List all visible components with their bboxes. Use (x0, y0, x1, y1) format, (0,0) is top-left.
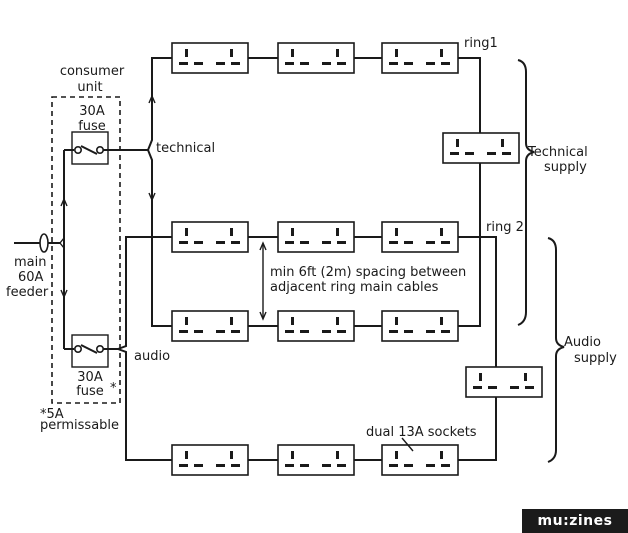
technical-supply-label-2: supply (544, 160, 587, 175)
socket-r2-6 (381, 444, 459, 476)
spacing-note-line-1: min 6ft (2m) spacing between (270, 265, 466, 280)
ring2-label: ring 2 (486, 220, 524, 235)
main-feeder (14, 150, 68, 349)
feeder-label-1: main (14, 255, 46, 270)
audio-label: audio (134, 349, 170, 364)
ring2-circuit (117, 236, 497, 461)
spacing-arrow (259, 241, 267, 321)
muzines-logo: mu:zines (522, 509, 628, 533)
fuse-technical (64, 131, 148, 165)
socket-r1-4 (171, 310, 249, 342)
socket-r1-3 (381, 42, 459, 74)
socket-r2-3 (381, 221, 459, 253)
fuse-bottom-label: fuse (76, 384, 104, 399)
fuse-top-label: fuse (78, 119, 106, 134)
consumer-unit-label-2: unit (77, 80, 102, 95)
audio-supply-label-2: supply (574, 351, 617, 366)
socket-r1-6 (381, 310, 459, 342)
consumer-unit-label-1: consumer (60, 64, 125, 79)
audio-supply-brace (547, 237, 565, 463)
sockets-label: dual 13A sockets (366, 425, 477, 440)
socket-r2-5 (277, 444, 355, 476)
socket-r2-4 (171, 444, 249, 476)
spacing-note-line-2: adjacent ring main cables (270, 280, 439, 295)
feeder-label-3: feeder (6, 285, 49, 300)
socket-r2-1 (171, 221, 249, 253)
socket-r1-5 (277, 310, 355, 342)
audio-supply-label-1: Audio (564, 335, 601, 350)
socket-r1-2 (277, 42, 355, 74)
footnote-line-1: *5A (40, 407, 64, 422)
fuse-top-rating: 30A (79, 104, 105, 119)
fuse-audio (64, 334, 118, 368)
fuse-bottom-rating: 30A (77, 370, 103, 385)
consumer-unit-box (51, 96, 121, 404)
technical-supply-label-1: Technical (527, 145, 588, 160)
technical-supply-brace (517, 59, 535, 326)
socket-r2-right (465, 366, 543, 398)
fuse-bottom-asterisk: * (110, 381, 117, 396)
footnote-line-2: permissable (40, 418, 119, 433)
socket-r1-1 (171, 42, 249, 74)
technical-label: technical (156, 141, 215, 156)
ring1-label: ring1 (464, 36, 498, 51)
feeder-label-2: 60A (18, 270, 44, 285)
ring1-circuit (147, 57, 481, 327)
socket-r2-2 (277, 221, 355, 253)
sockets-pointer (401, 437, 414, 452)
socket-r1-right (442, 132, 520, 164)
